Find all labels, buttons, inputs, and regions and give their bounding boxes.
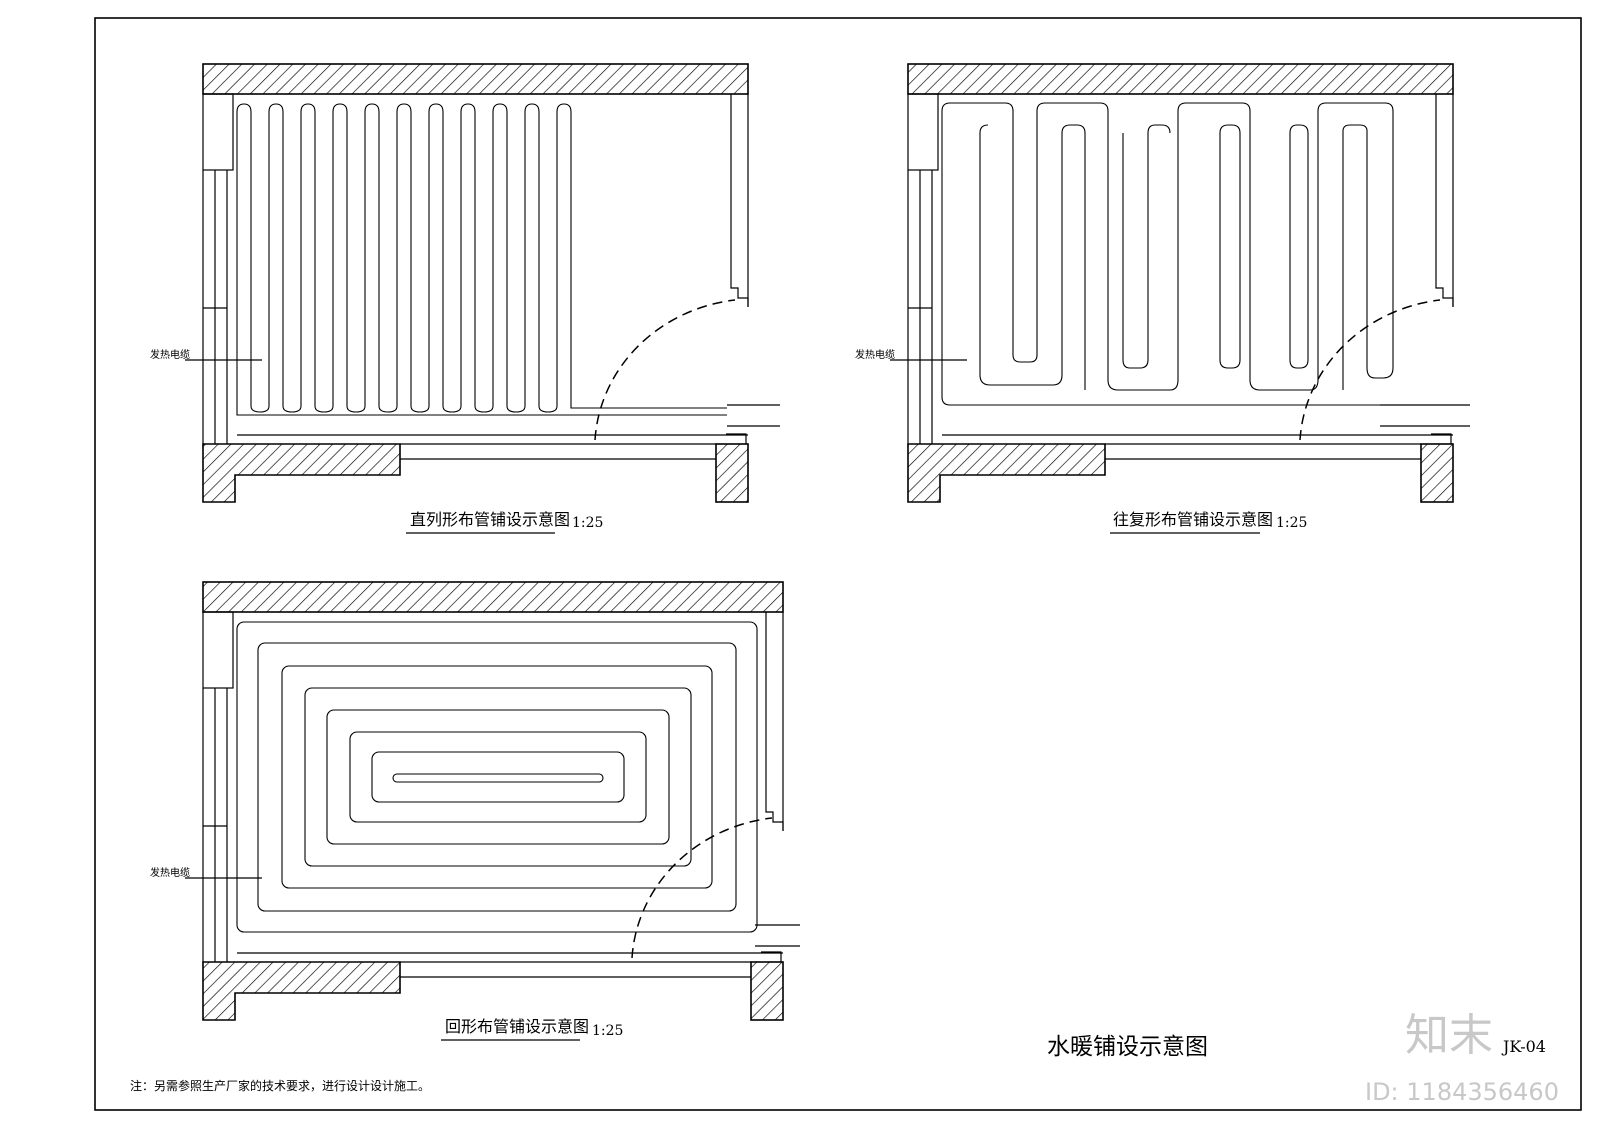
pipe-loop (392, 773, 604, 783)
diagram-title: 直列形布管铺设示意图 (410, 510, 570, 529)
watermark-id: ID: 1184356460 (1365, 1078, 1559, 1106)
drawing-code: JK-04 (1501, 1037, 1546, 1056)
column (202, 93, 234, 171)
cable-label: 发热电缆 (150, 866, 190, 879)
pipe-loop (304, 687, 692, 867)
pipe-loop (371, 751, 625, 803)
diagram-straight: 发热电缆 直列形布管铺设示意图 1:25 (150, 63, 780, 534)
pipe-loop (281, 665, 713, 889)
pipe-loop (349, 731, 647, 823)
diagram-scale: 1:25 (592, 1023, 623, 1039)
sheet-title: 水暖铺设示意图 (1047, 1034, 1208, 1060)
diagram-title: 往复形布管铺设示意图 (1113, 510, 1273, 529)
heating-pipe (236, 621, 758, 933)
bottom-wall (202, 443, 401, 503)
diagram-scale: 1:25 (1276, 515, 1307, 531)
diagram-scale: 1:25 (572, 515, 603, 531)
sheet-note: 注：另需参照生产厂家的技术要求，进行设计设计施工。 (130, 1078, 430, 1093)
pipe-loop (257, 642, 737, 912)
diagram-reciprocating: 发热电缆 往复形布管铺设示意图 1:25 (855, 63, 1470, 534)
diagram-title: 回形布管铺设示意图 (445, 1017, 589, 1036)
door-swing (594, 299, 736, 441)
diagram-spiral: 发热电缆 回形布管铺设示意图 1:25 (150, 581, 800, 1041)
cable-label: 发热电缆 (855, 348, 895, 361)
pipe-loop (326, 709, 670, 845)
top-wall (202, 63, 749, 95)
pipe-loop (236, 621, 758, 933)
cable-label: 发热电缆 (150, 348, 190, 361)
sheet-border (94, 17, 1582, 1111)
heating-pipe (236, 103, 727, 416)
heating-pipe (941, 102, 1394, 406)
watermark-logo: 知末 (1405, 1010, 1493, 1061)
